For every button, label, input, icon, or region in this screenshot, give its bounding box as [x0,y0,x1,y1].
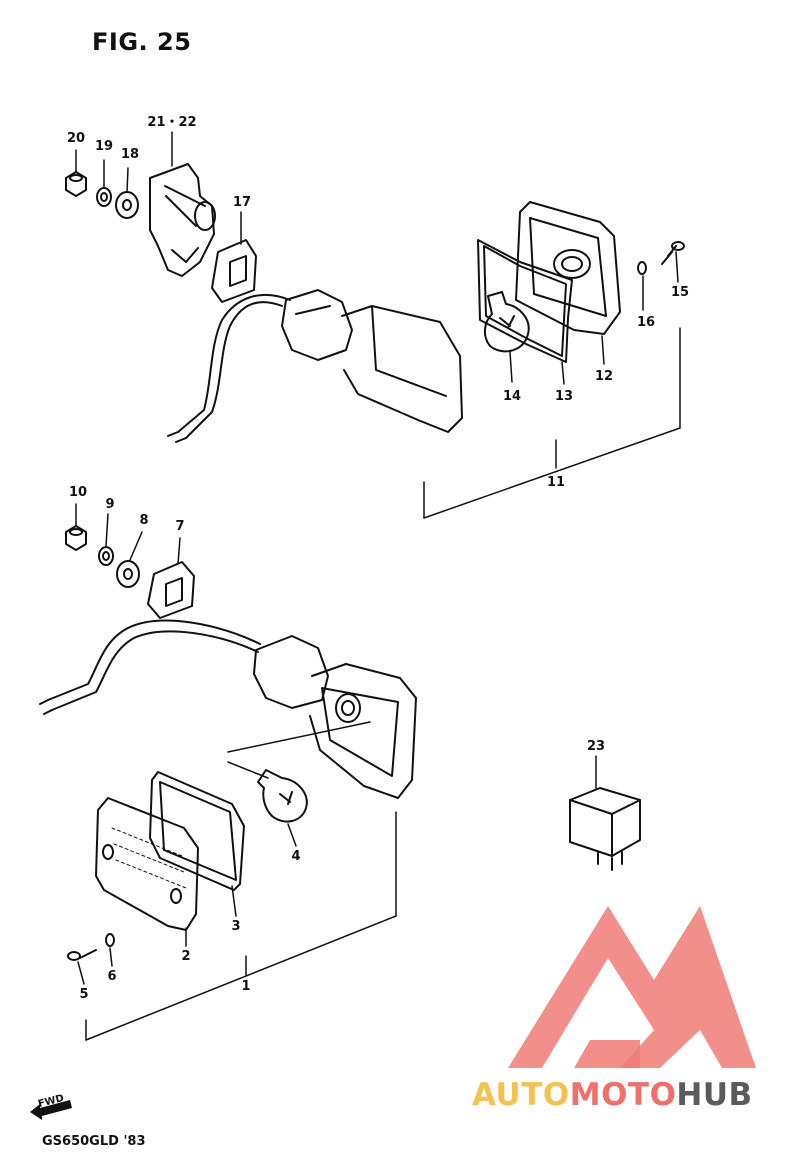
callout-20: 20 [67,131,85,146]
automotohub-logo-mark [508,906,756,1068]
wire-harness-upper [167,293,291,443]
model-code: GS650GLD '83 [42,1134,146,1149]
callout-18: 18 [121,147,139,162]
screw-15 [661,241,685,265]
callout-7: 7 [175,519,184,534]
screw-5 [67,949,97,961]
callout-15: 15 [671,285,689,300]
turn-signal-housing-lower [253,635,417,799]
leader-lines-upper [75,131,681,519]
flasher-relay-23 [569,787,641,871]
figure-title: FIG. 25 [92,28,192,56]
washer-8 [116,560,140,588]
watermark-part-hub: HUB [676,1077,753,1113]
lens-2 [95,797,199,931]
washer-6 [105,933,115,947]
nut-20 [65,171,87,197]
bracket-21-22 [149,163,216,277]
callout-4: 4 [291,849,300,864]
washer-18 [115,191,139,219]
callout-8: 8 [139,513,148,528]
lock-washer-9 [98,546,114,566]
wire-harness-lower [39,619,261,715]
callout-14: 14 [503,389,521,404]
callout-1: 1 [241,979,250,994]
lock-washer-19 [96,187,112,207]
callout-9: 9 [105,497,114,512]
callout-17: 17 [233,195,251,210]
bulb-4 [257,769,308,823]
callout-19: 19 [95,139,113,154]
watermark-part-moto: MOTO [569,1077,677,1113]
callout-labels: 20 19 18 21・22 17 15 16 12 13 14 11 10 9… [67,115,689,1002]
callout-21-22: 21・22 [147,115,196,130]
grommet-7 [147,561,195,619]
forward-arrow-icon [30,1100,72,1120]
automotohub-watermark: AUTOMOTOHUB [472,1077,753,1113]
callout-5: 5 [79,987,88,1002]
bulb-14 [484,291,530,353]
callout-2: 2 [181,949,190,964]
callout-13: 13 [555,389,573,404]
nut-10 [65,525,87,551]
callout-3: 3 [231,919,240,934]
callout-23: 23 [587,739,605,754]
callout-11: 11 [547,475,565,490]
leader-lines-lower [75,503,597,1041]
gasket-13 [477,239,573,363]
callout-12: 12 [595,369,613,384]
washer-16 [637,261,647,275]
callout-6: 6 [107,969,116,984]
callout-10: 10 [69,485,87,500]
callout-16: 16 [637,315,655,330]
grommet-17 [211,239,257,303]
watermark-part-auto: AUTO [472,1077,570,1113]
turn-signal-housing-upper [281,289,463,433]
lens-12 [515,201,621,335]
